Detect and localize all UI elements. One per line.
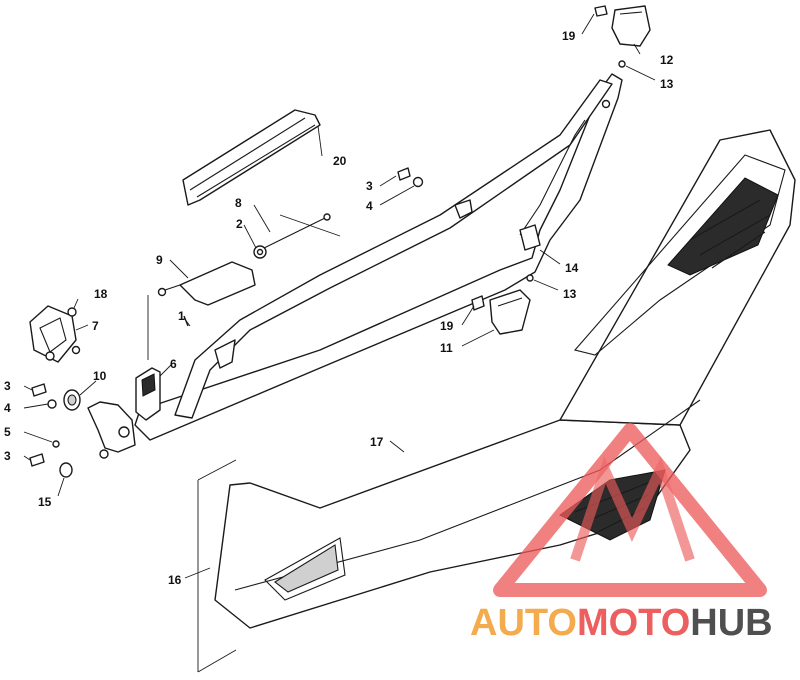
callout-15: 15 bbox=[38, 495, 52, 509]
callout-9: 9 bbox=[156, 253, 163, 267]
callout-7: 7 bbox=[92, 319, 99, 333]
callout-3-bottom: 3 bbox=[4, 449, 11, 463]
callout-10: 10 bbox=[93, 369, 107, 383]
callout-17: 17 bbox=[370, 435, 384, 449]
callout-18: 18 bbox=[94, 287, 108, 301]
callout-5: 5 bbox=[4, 425, 11, 439]
striker-bracket bbox=[29, 305, 81, 363]
trim-bar bbox=[182, 109, 321, 206]
callout-11: 11 bbox=[440, 341, 453, 355]
callout-16: 16 bbox=[168, 573, 182, 587]
callout-19-mid: 19 bbox=[440, 319, 454, 333]
door-latch bbox=[135, 367, 161, 421]
watermark-part-moto: MOTO bbox=[577, 602, 690, 644]
watermark-logo-text: AUTOMOTOHUB bbox=[470, 602, 773, 644]
callout-4-top: 4 bbox=[366, 199, 373, 213]
door-frame bbox=[134, 73, 623, 441]
fasteners bbox=[29, 5, 608, 467]
callout-19-top: 19 bbox=[562, 29, 576, 43]
watermark-part-auto: AUTO bbox=[470, 602, 577, 644]
hinge-plate bbox=[87, 401, 136, 459]
callout-3-left: 3 bbox=[4, 379, 11, 393]
callout-3-top: 3 bbox=[366, 179, 373, 193]
watermark-m-shape bbox=[570, 456, 695, 562]
callout-labels: 1 2 3 3 3 4 4 5 6 7 8 9 10 11 12 13 13 1… bbox=[4, 29, 674, 587]
door-panel bbox=[214, 129, 796, 629]
reference-lines bbox=[147, 214, 341, 673]
watermark-part-hub: HUB bbox=[690, 602, 772, 644]
callout-12: 12 bbox=[660, 53, 674, 67]
callout-6: 6 bbox=[170, 357, 177, 371]
hinge-blocks bbox=[489, 5, 651, 335]
callout-13-mid: 13 bbox=[563, 287, 577, 301]
watermark-triangle bbox=[493, 423, 767, 597]
callout-4-left: 4 bbox=[4, 401, 11, 415]
callout-8: 8 bbox=[235, 196, 242, 210]
bumper bbox=[63, 389, 81, 411]
watermark: AUTOMOTOHUB bbox=[470, 423, 773, 644]
plug bbox=[59, 462, 73, 478]
pivot-clip bbox=[253, 245, 267, 259]
latch-bracket bbox=[157, 261, 256, 306]
leader-lines bbox=[23, 13, 656, 579]
callout-13-top: 13 bbox=[660, 77, 674, 91]
callout-2: 2 bbox=[236, 217, 243, 231]
callout-1: 1 bbox=[178, 309, 185, 323]
callout-20: 20 bbox=[333, 154, 347, 168]
callout-14: 14 bbox=[565, 261, 579, 275]
latch-rod bbox=[259, 213, 331, 251]
